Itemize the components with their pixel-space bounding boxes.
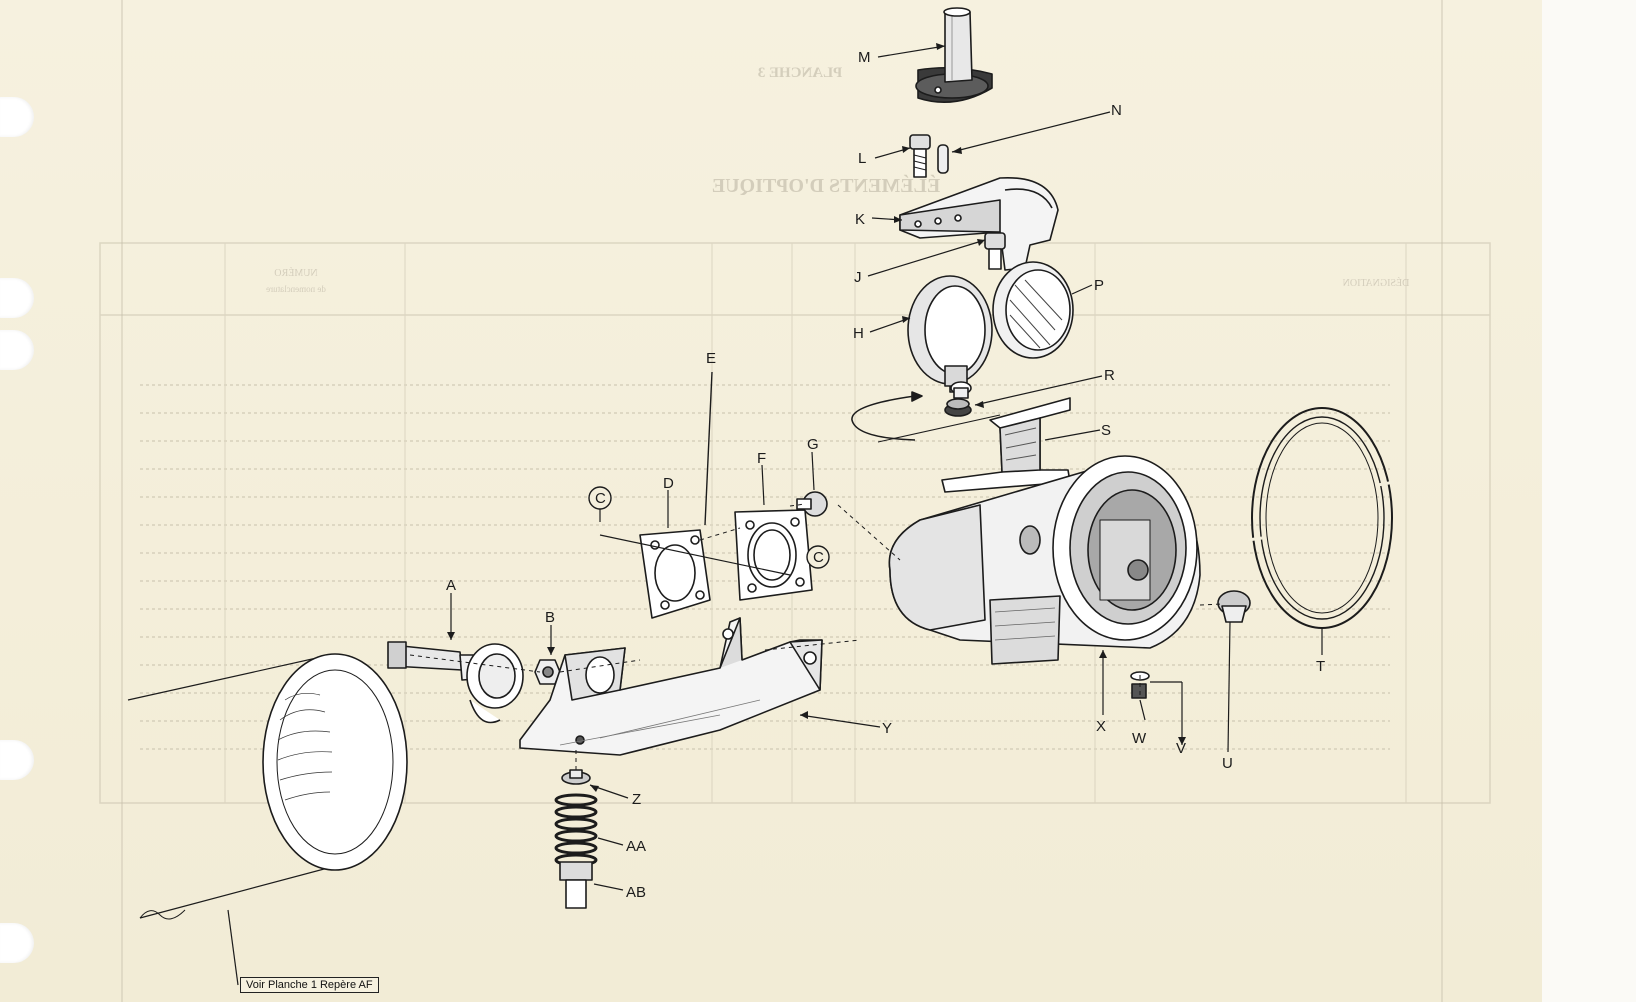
part-p-lens	[992, 261, 1074, 359]
callout-label-s: S	[1101, 422, 1111, 439]
part-z-spring-cap	[561, 769, 591, 785]
part-ab-plunger	[559, 861, 593, 909]
callout-circle-c-left	[588, 486, 612, 510]
callout-letter-c-right: C	[813, 549, 824, 566]
ghost-column-numero-sub: de nomenclature	[266, 284, 326, 294]
part-aa-spring	[554, 793, 598, 867]
callout-label-w: W	[1132, 730, 1147, 747]
punch-hole	[0, 330, 34, 370]
bleed-through-headings: PLANCHE 3 ÉLÉMENTS D'OPTIQUE DÉSIGNATION…	[266, 65, 1409, 294]
rotation-arrow	[851, 391, 1001, 443]
callout-letter-c-left: C	[595, 490, 606, 507]
ghost-column-designation: DÉSIGNATION	[1343, 277, 1410, 289]
callout-label-r: R	[1104, 367, 1115, 384]
callout-label-ab: AB	[626, 884, 646, 901]
callout-circle-c-right	[806, 545, 830, 569]
ghost-column-numero: NUMÉRO	[274, 267, 317, 279]
callout-arrowheads	[447, 43, 1186, 792]
ghost-plate-subtitle: ÉLÉMENTS D'OPTIQUE	[712, 174, 940, 197]
part-a-adjuster	[387, 641, 524, 724]
callout-label-k: K	[855, 211, 865, 228]
callout-label-m: M	[858, 49, 871, 66]
part-h-lamp-housing	[907, 275, 993, 399]
callout-label-l: L	[858, 150, 866, 167]
callout-label-aa: AA	[626, 838, 646, 855]
punch-hole	[0, 278, 34, 318]
part-l-screw	[909, 134, 931, 178]
callout-label-p: P	[1094, 277, 1104, 294]
callout-label-y: Y	[882, 720, 892, 737]
callout-label-x: X	[1096, 718, 1106, 735]
lamp-cylinder-reference	[127, 653, 408, 920]
part-g-thumb-screw	[796, 491, 828, 517]
part-s-support	[941, 397, 1071, 493]
part-k-bracket	[899, 177, 1059, 271]
callout-label-v: V	[1176, 740, 1186, 757]
punch-hole	[0, 740, 34, 780]
callout-label-d: D	[663, 475, 674, 492]
part-n-pin	[937, 144, 949, 174]
part-m-pivot-pin	[915, 7, 993, 104]
part-j-screw	[984, 232, 1006, 270]
part-f-plate	[734, 509, 813, 601]
part-u-knob	[1217, 590, 1251, 623]
assembly-guide-lines	[409, 503, 1223, 770]
scan-margin-strip	[1542, 0, 1636, 1002]
reference-note: Voir Planche 1 Repère AF	[240, 977, 379, 993]
bleed-through-table	[99, 242, 1491, 804]
callout-label-z: Z	[632, 791, 641, 808]
callout-label-f: F	[757, 450, 766, 467]
part-r-cap	[944, 398, 972, 417]
punch-hole	[0, 923, 34, 963]
callout-leaders	[227, 45, 1323, 986]
callout-label-t: T	[1316, 658, 1325, 675]
part-x-main-body	[888, 455, 1201, 665]
punch-hole	[0, 97, 34, 137]
callout-label-g: G	[807, 436, 819, 453]
callout-label-a: A	[446, 577, 456, 594]
callout-label-h: H	[853, 325, 864, 342]
callout-label-b: B	[545, 609, 555, 626]
ghost-plate-title: PLANCHE 3	[758, 65, 843, 81]
callout-label-u: U	[1222, 755, 1233, 772]
part-d-gasket	[639, 529, 711, 619]
part-y-mounting-bracket	[519, 617, 823, 756]
callout-label-e: E	[706, 350, 716, 367]
callout-label-j: J	[854, 269, 862, 286]
callout-label-n: N	[1111, 102, 1122, 119]
part-e-rod	[704, 371, 713, 526]
